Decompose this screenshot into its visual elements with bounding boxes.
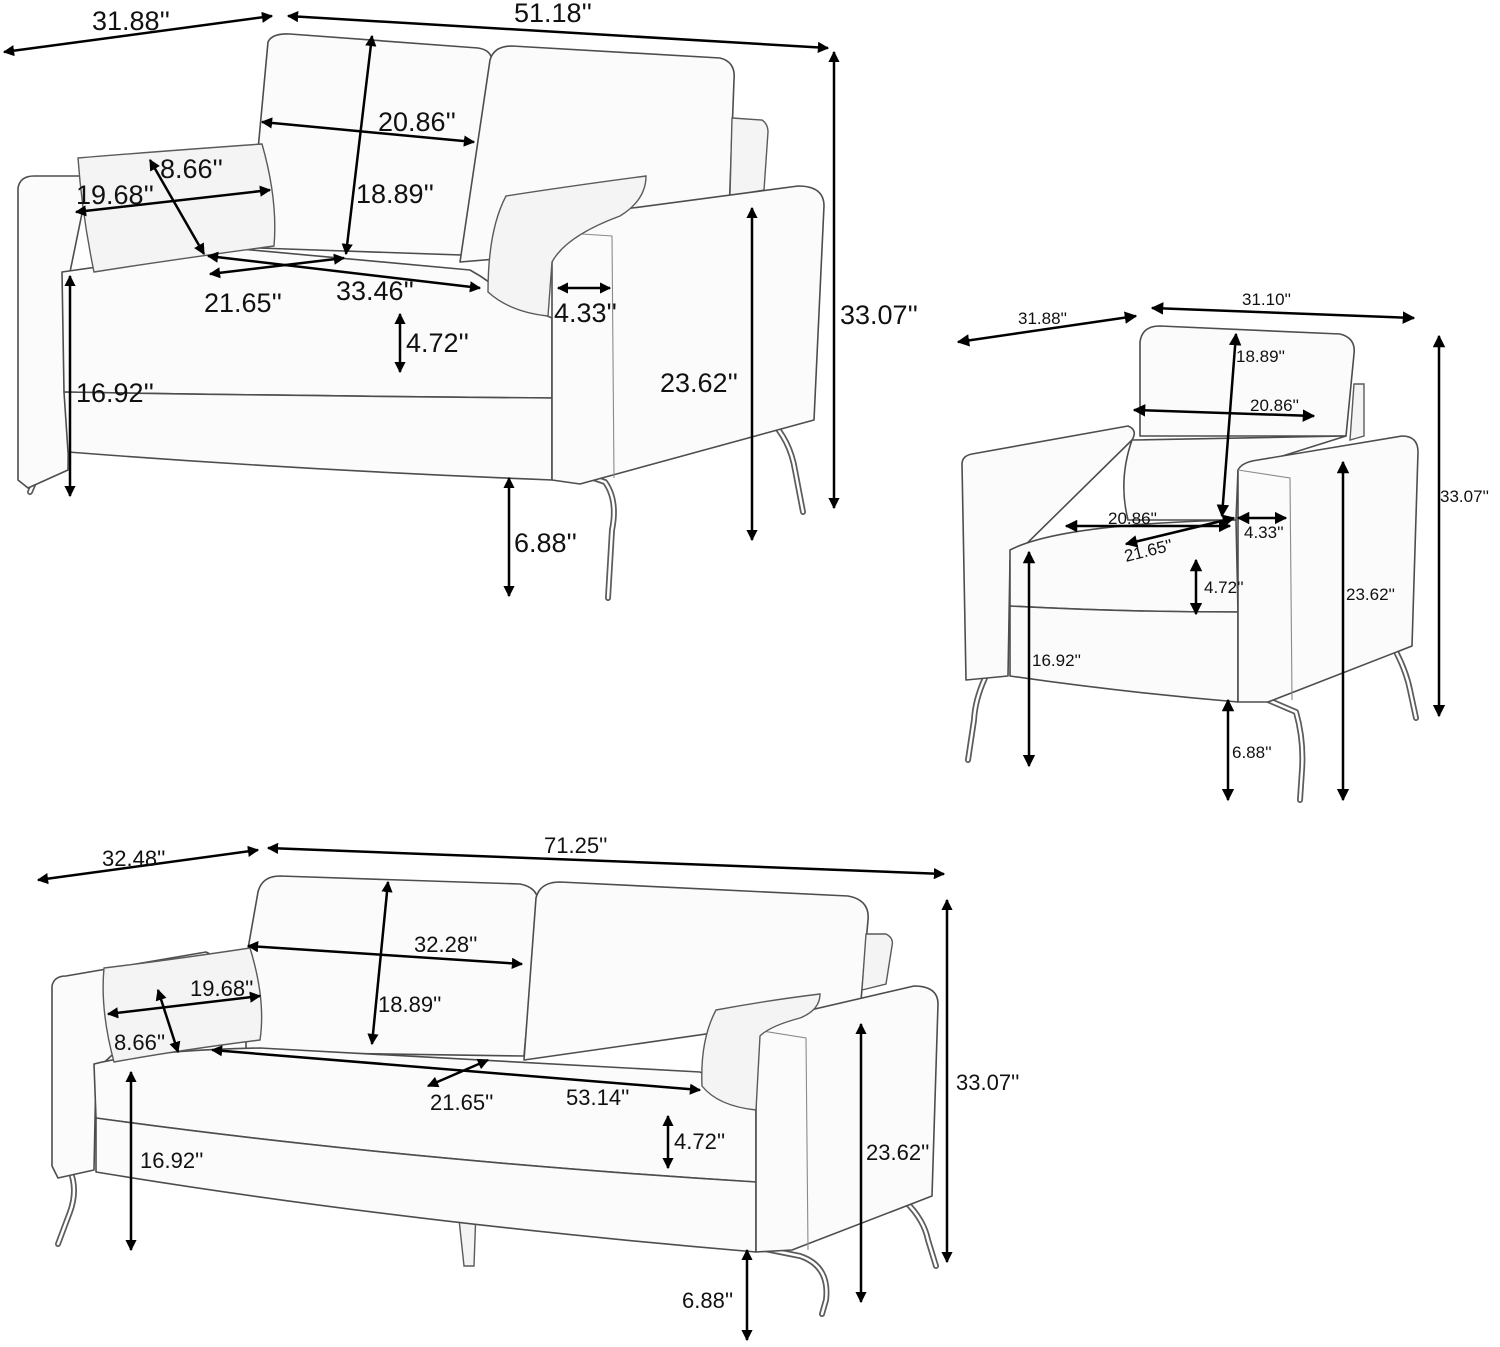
loveseat-seat-cushion: [61, 247, 553, 399]
sofa-seat-height-label: 16.92'': [140, 1148, 203, 1173]
sofa-arm-height-label: 23.62'': [866, 1140, 929, 1165]
loveseat-right-pillow: [487, 175, 647, 317]
sofa-width-label: 71.25'': [544, 833, 607, 858]
armchair-depth-label: 31.88'': [1018, 309, 1067, 328]
loveseat-dimensions: 31.88'' 51.18'' 33.07'' 20.86'' 18.89'' …: [2, 0, 918, 598]
sofa-depth-label: 32.48'': [102, 846, 165, 871]
loveseat-pillow-height-label: 8.66'': [160, 154, 223, 184]
sofa-right-arm: [755, 985, 939, 1253]
loveseat-width-label: 51.18'': [514, 0, 592, 28]
loveseat-backrest: [257, 33, 493, 257]
loveseat-arm-width-label: 4.33'': [554, 298, 617, 328]
loveseat-back-cushion-height-label: 18.89'': [356, 179, 434, 209]
armchair-back-arm: [1349, 383, 1365, 441]
loveseat-arm-height-label: 23.62'': [660, 368, 738, 398]
loveseat-back-cushion-width-label: 20.86'': [378, 107, 456, 137]
armchair-leg-height-label: 6.88'': [1232, 743, 1272, 762]
armchair-seat-height-label: 16.92'': [1032, 651, 1081, 670]
sofa-height-label: 33.07'': [956, 1070, 1019, 1095]
loveseat-height-label: 33.07'': [840, 300, 918, 330]
loveseat-leg-height-label: 6.88'': [514, 528, 577, 558]
armchair-back-cushion-height-label: 18.89'': [1236, 347, 1285, 366]
loveseat-seat-width-label: 33.46'': [336, 276, 414, 306]
armchair-right-arm: [1237, 435, 1419, 703]
sofa-seat-width-label: 53.14'': [566, 1085, 629, 1110]
sofa-drawing: [51, 875, 939, 1317]
sofa-back-arm: [861, 933, 894, 991]
sofa-pillow-width-label: 19.68'': [190, 976, 253, 1001]
armchair-arm-height-label: 23.62'': [1346, 585, 1395, 604]
armchair-seat-cushion: [1009, 519, 1239, 613]
sofa-back-cushion-height-label: 18.89'': [378, 992, 441, 1017]
armchair-height-label: 33.07'': [1440, 487, 1489, 506]
sofa-pillow-height-label: 8.66'': [114, 1030, 165, 1055]
loveseat-back-arm: [729, 117, 769, 197]
loveseat-seat-height-label: 16.92'': [76, 378, 154, 408]
sofa-backrest: [245, 875, 539, 1057]
loveseat-depth-label: 31.88'': [92, 6, 170, 36]
armchair-arm-width-label: 4.33'': [1244, 523, 1284, 542]
sofa-dimensions: 32.48'' 71.25'' 33.07'' 32.28'' 18.89'' …: [36, 833, 1019, 1342]
armchair-seat-thickness-label: 4.72'': [1204, 578, 1244, 597]
sofa-seat-depth-label: 21.65'': [430, 1090, 493, 1115]
armchair-seat-width-label: 20.86'': [1108, 509, 1157, 528]
armchair-width-label: 31.10'': [1242, 290, 1291, 309]
sofa-leg-height-label: 6.88'': [682, 1288, 733, 1313]
armchair-drawing: [961, 325, 1419, 803]
loveseat-seat-thickness-label: 4.72'': [406, 328, 469, 358]
loveseat-pillow-width-label: 19.68'': [76, 180, 154, 210]
loveseat-seat-depth-label: 21.65'': [204, 288, 282, 318]
armchair-back-cushion-width-label: 20.86'': [1250, 396, 1299, 415]
sofa-back-cushion-width-label: 32.28'': [414, 932, 477, 957]
armchair-backrest: [1139, 325, 1356, 437]
sofa-seat-thickness-label: 4.72'': [674, 1129, 725, 1154]
sofa-right-pillow: [701, 993, 821, 1111]
